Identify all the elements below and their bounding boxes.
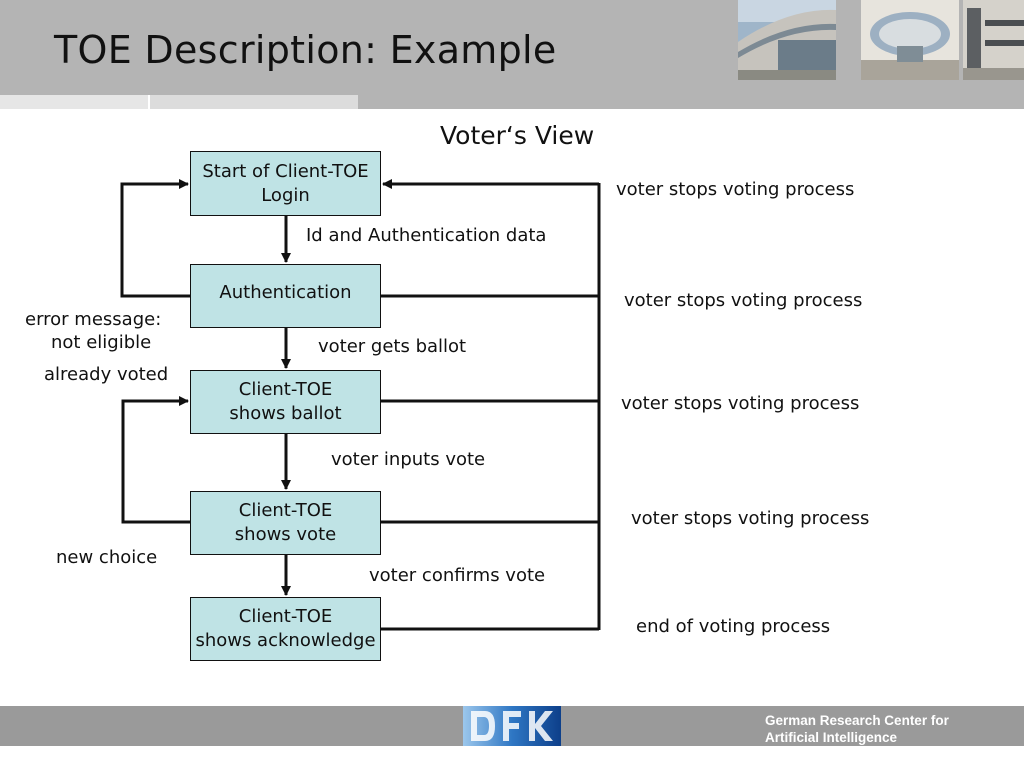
exit-label: end of voting process xyxy=(636,616,831,637)
header-bar xyxy=(0,0,1024,95)
loop-auth-to-login xyxy=(120,179,190,298)
exit-label: voter stops voting process xyxy=(616,179,855,200)
header-stripe xyxy=(150,95,358,109)
exit-label: voter stops voting process xyxy=(631,508,870,529)
loop-vote-to-ballot xyxy=(121,396,190,524)
diagram-title: Voter‘s View xyxy=(440,121,595,150)
transition-label: voter confirms vote xyxy=(369,565,546,586)
error-message-label: not eligible xyxy=(51,332,152,353)
node-start-login: Start of Client-TOE Login xyxy=(190,151,381,216)
exit-label: voter stops voting process xyxy=(621,393,860,414)
footer-org-name: German Research Center for Artificial In… xyxy=(765,712,949,746)
transition-label: voter inputs vote xyxy=(331,449,486,470)
transition-label: voter gets ballot xyxy=(318,336,467,357)
node-authentication: Authentication xyxy=(190,264,381,328)
node-shows-acknowledge: Client-TOE shows acknowledge xyxy=(190,597,381,661)
node-label: shows ballot xyxy=(229,403,342,424)
node-label: Authentication xyxy=(219,282,352,303)
node-shows-ballot: Client-TOE shows ballot xyxy=(190,370,381,434)
node-label: Start of Client-TOE xyxy=(202,160,369,182)
footer-org-line: German Research Center for xyxy=(765,713,949,728)
new-choice-label: new choice xyxy=(56,547,158,568)
dfki-logo xyxy=(463,706,561,746)
node-label: Client-TOE xyxy=(238,606,333,627)
error-message-label: already voted xyxy=(44,364,169,385)
header-stripe xyxy=(0,95,148,109)
node-shows-vote: Client-TOE shows vote xyxy=(190,491,381,555)
transition-label: Id and Authentication data xyxy=(306,225,547,246)
header-photo-building-3 xyxy=(963,0,1024,80)
header-photo-building-1 xyxy=(738,0,836,80)
footer-org-line: Artificial Intelligence xyxy=(765,730,898,745)
node-label: Client-TOE xyxy=(238,379,333,400)
header-stripe xyxy=(358,95,1024,109)
node-label: shows vote xyxy=(234,524,337,545)
exit-label: voter stops voting process xyxy=(624,290,863,311)
node-label: shows acknowledge xyxy=(195,630,376,651)
node-label: Login xyxy=(261,184,310,206)
page-title: TOE Description: Example xyxy=(54,28,557,72)
node-label: Client-TOE xyxy=(238,500,333,521)
header-photo-building-2 xyxy=(861,0,959,80)
error-message-label: error message: xyxy=(25,309,162,330)
